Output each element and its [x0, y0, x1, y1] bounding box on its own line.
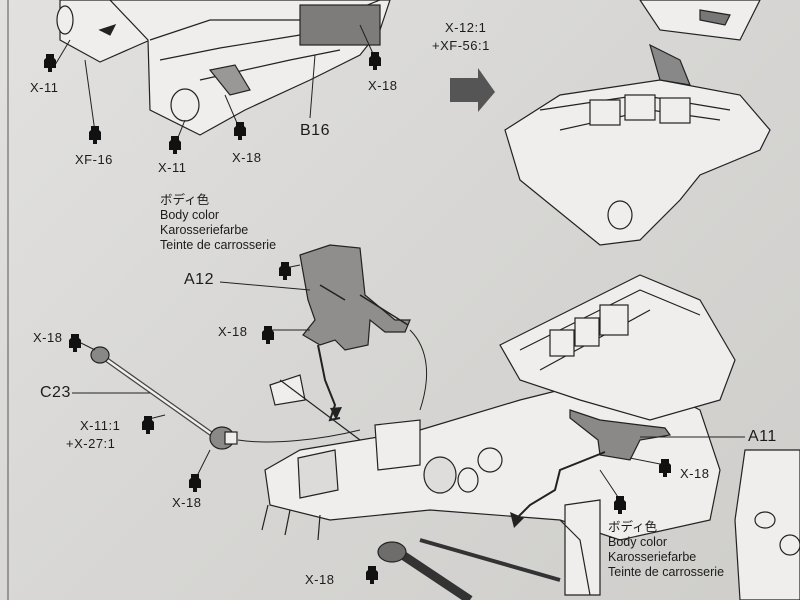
- callout-xf56-mix: +XF-56:1: [432, 38, 490, 53]
- callout-x11-top: X-11: [30, 80, 59, 95]
- note-jp: ボディ色: [608, 520, 658, 534]
- direction-arrow: [450, 68, 495, 112]
- note-fr: Teinte de carrosserie: [160, 238, 277, 252]
- note-de: Karosseriefarbe: [608, 550, 697, 564]
- callout-x12-mix: X-12:1: [445, 20, 487, 35]
- note-de: Karosseriefarbe: [160, 223, 249, 237]
- paint-bottle-x18-a12: [262, 326, 274, 344]
- callout-c23: C23: [40, 384, 71, 401]
- chassis-assembly: [261, 274, 736, 596]
- note-fr: Teinte de carrosserie: [608, 565, 725, 579]
- callout-x11-mix: X-11:1: [80, 418, 121, 433]
- callout-xf16: XF-16: [75, 152, 113, 167]
- bottom-rod: [377, 541, 473, 600]
- callout-a12: A12: [184, 271, 214, 288]
- callout-x27-mix: +X-27:1: [66, 436, 116, 451]
- callout-x18-top-left: X-18: [232, 150, 262, 165]
- callout-x18-a11: X-18: [680, 466, 710, 481]
- paint-bottle-rod-bottom: [189, 474, 201, 492]
- callout-x18-a12: X-18: [218, 324, 248, 339]
- callout-x18-rod-bottom: X-18: [172, 495, 202, 510]
- leader-lines-a11: [599, 436, 745, 501]
- top-right-engine: [504, 0, 771, 246]
- note-en: Body color: [608, 535, 668, 549]
- note-en: Body color: [160, 208, 220, 222]
- callout-a11: A11: [748, 428, 777, 445]
- leader-lines-a12: [219, 264, 311, 331]
- body-color-note-a12: ボディ色 Body color Karosseriefarbe Teinte d…: [160, 193, 276, 253]
- part-c23-rod: [90, 346, 238, 450]
- note-jp: ボディ色: [160, 193, 210, 207]
- callout-x11-mid: X-11: [158, 160, 187, 175]
- callout-x18-top-center: X-18: [368, 78, 398, 93]
- part-a12: [299, 244, 428, 422]
- callout-x18-bottom: X-18: [305, 572, 335, 587]
- callout-b16: B16: [300, 122, 330, 139]
- body-color-note-a11: ボディ色 Body color Karosseriefarbe Teinte d…: [608, 520, 724, 580]
- paint-bottle-bottom: [366, 566, 378, 584]
- part-a11: [510, 409, 672, 528]
- paint-bottle-rod-top: [69, 334, 81, 352]
- right-edge-parts: [734, 449, 800, 600]
- paint-bottle-a12: [279, 262, 291, 280]
- callout-x18-rod-top: X-18: [33, 330, 63, 345]
- top-left-assembly: [56, 0, 391, 136]
